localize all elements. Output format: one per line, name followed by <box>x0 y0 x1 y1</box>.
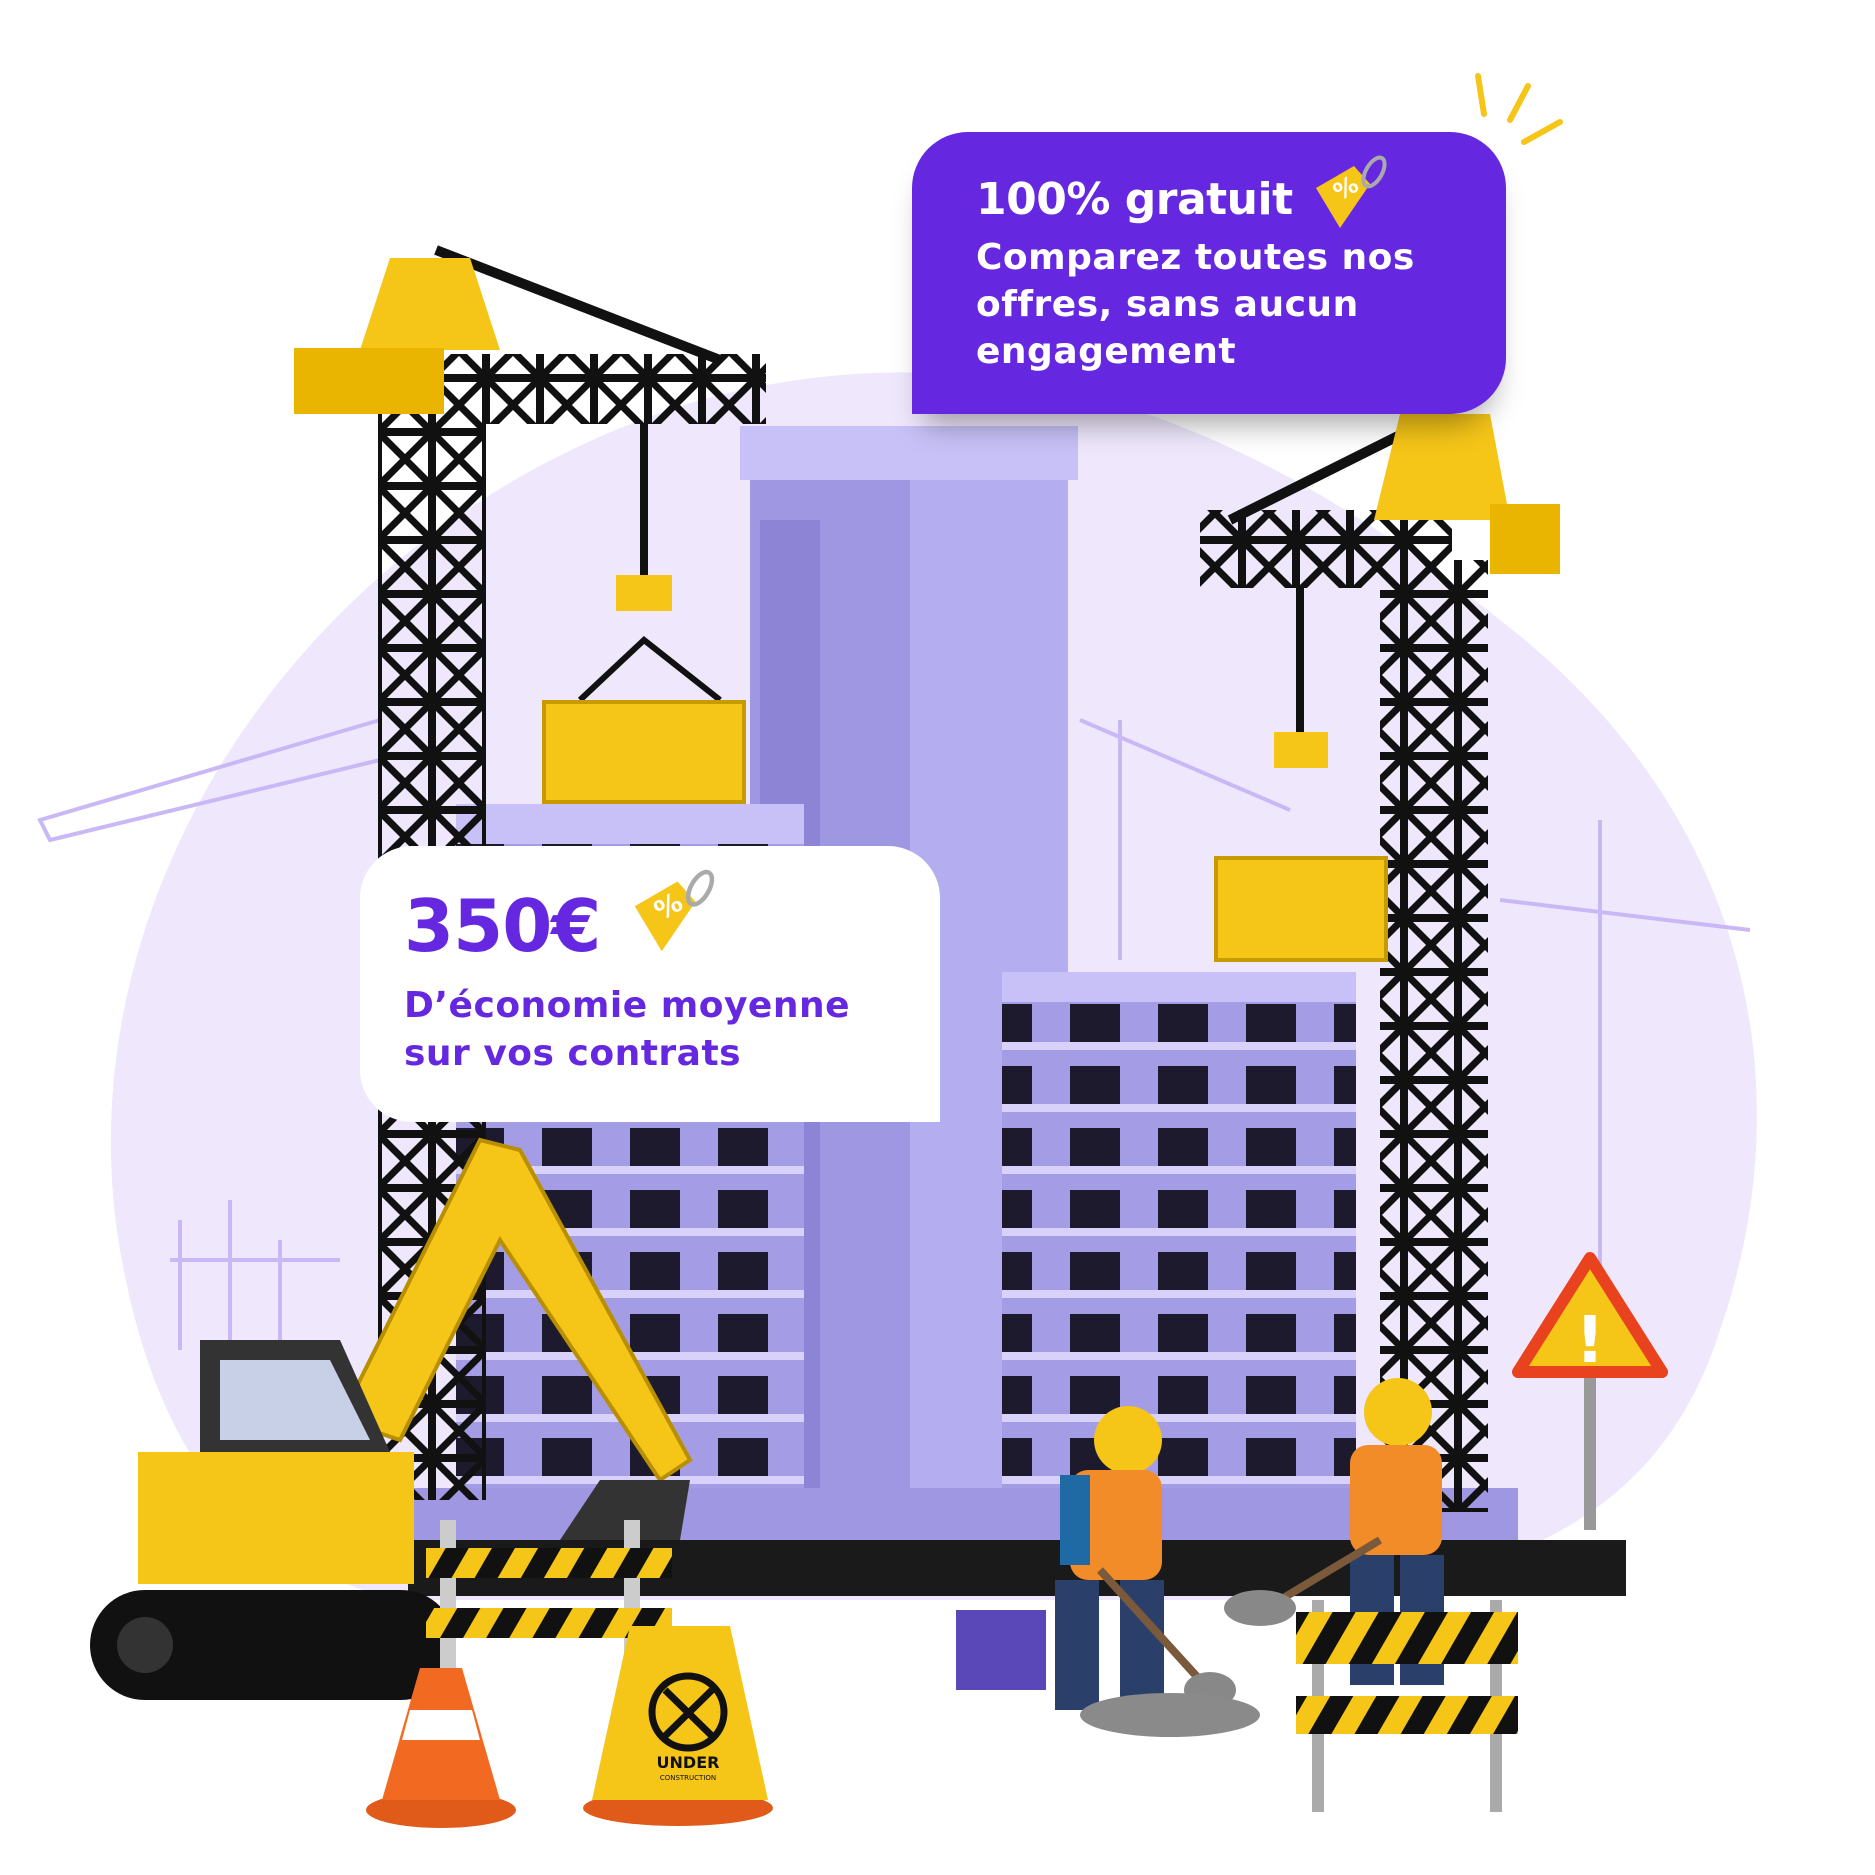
warning-sign: ! <box>1512 1252 1668 1530</box>
under-construction-sign: UNDER CONSTRUCTION <box>583 1626 773 1826</box>
worker-left <box>956 1406 1260 1737</box>
right-building <box>1002 972 1356 1512</box>
right-barrier <box>1296 1600 1518 1812</box>
free-promo-text: Comparez toutes nos offres, sans aucun e… <box>976 237 1415 372</box>
right-crane-load <box>1214 856 1388 962</box>
discount-tag-icon: % <box>1316 155 1387 228</box>
warning-exclamation-icon: ! <box>1575 1304 1604 1378</box>
sign-text-under: UNDER <box>657 1753 720 1772</box>
free-promo-title: 100% gratuit <box>976 174 1293 225</box>
savings-promo-bubble: 350€ D’économie moyenne sur vos contrats <box>360 846 940 1122</box>
savings-text: D’économie moyenne sur vos contrats <box>404 985 851 1074</box>
excavator <box>90 1137 693 1700</box>
traffic-cone <box>366 1668 516 1828</box>
right-crane <box>1200 405 1560 1512</box>
savings-amount: 350€ <box>404 884 601 968</box>
left-crane-load <box>542 700 746 804</box>
left-barrier <box>426 1520 672 1720</box>
sign-text-construction: CONSTRUCTION <box>660 1774 716 1782</box>
free-promo-bubble: 100% gratuit Comparez toutes nos offres,… <box>912 132 1506 414</box>
sparkle-icon <box>1475 73 1563 145</box>
discount-tag-icon: % <box>634 869 715 952</box>
